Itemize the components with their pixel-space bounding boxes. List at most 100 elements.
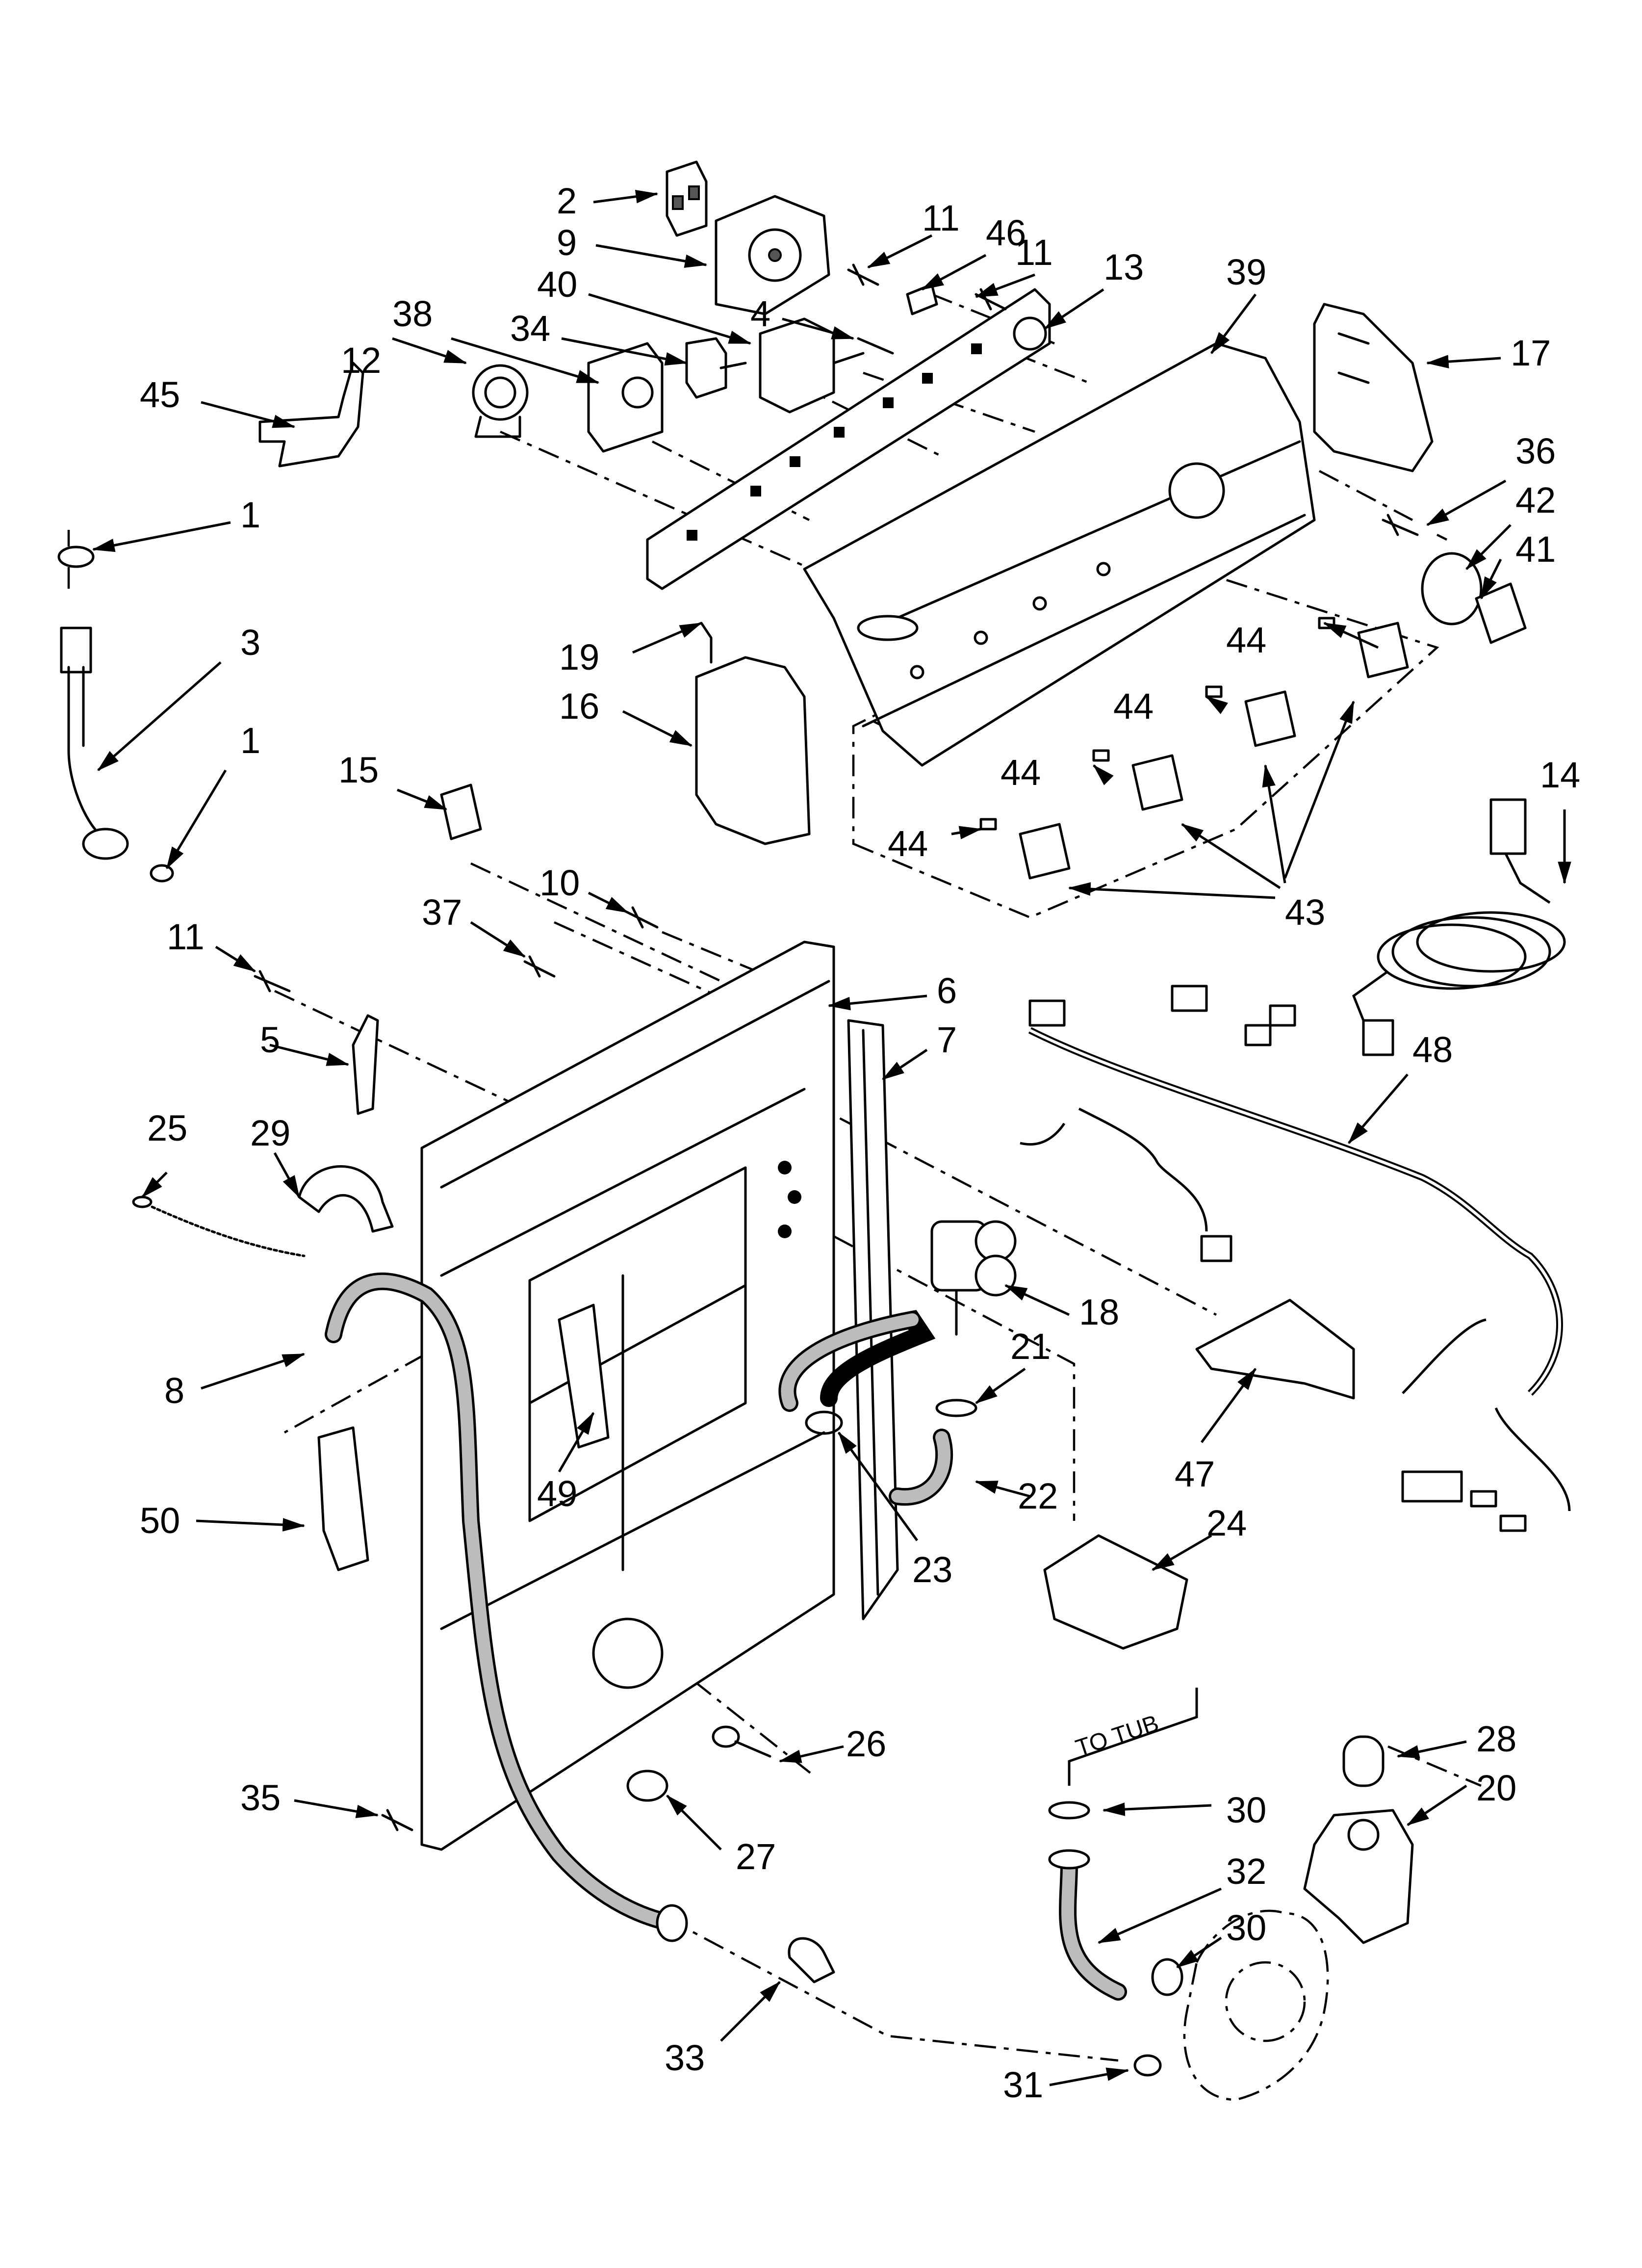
- part-13: [1013, 316, 1047, 351]
- callout-31: 31: [1003, 2064, 1043, 2105]
- leader-34: [561, 337, 688, 366]
- part-39-console: [803, 342, 1316, 767]
- leader-1b: [165, 769, 227, 869]
- part-25-tie: [132, 1196, 306, 1257]
- part-19-screw: [700, 622, 713, 664]
- leader-30b: [1176, 1936, 1222, 1969]
- callout-11: 11: [922, 198, 960, 238]
- part-11-screws: [254, 263, 1007, 992]
- callout-44: 44: [1226, 620, 1266, 660]
- part-26-plug: [712, 1725, 771, 1758]
- leader-21: [975, 1367, 1026, 1405]
- leader-4: [782, 317, 855, 340]
- leader-18: [1004, 1284, 1070, 1316]
- to-tub-bracket: [1068, 1688, 1198, 1786]
- callout-32: 32: [1226, 1851, 1266, 1892]
- callout-34: 34: [510, 308, 550, 349]
- part-38-switch: [587, 342, 664, 453]
- part-48-wire-harness: [1020, 985, 1571, 1532]
- callout-4: 4: [750, 293, 770, 334]
- leader-25: [141, 1172, 168, 1198]
- part-12-pressure-switch: [472, 364, 529, 438]
- leader-39: [1210, 293, 1257, 354]
- leader-28: [1396, 1740, 1467, 1759]
- callout-1-b: 1: [240, 720, 260, 761]
- leader-19: [632, 622, 703, 654]
- part-8-drain-hose: [325, 1272, 688, 1942]
- callout-15: 15: [338, 750, 379, 790]
- part-15: [440, 783, 482, 840]
- callout-12: 12: [341, 340, 381, 381]
- callout-6: 6: [937, 970, 957, 1011]
- part-35-screw: [381, 1809, 413, 1831]
- leader-5: [269, 1043, 350, 1066]
- leader-44b: [1206, 695, 1229, 714]
- callout-18: 18: [1079, 1292, 1119, 1332]
- leader-44d: [951, 826, 982, 839]
- part-18-water-valve: [930, 1220, 1017, 1336]
- callout-19: 19: [559, 637, 599, 678]
- callout-49: 49: [537, 1473, 577, 1514]
- leader-15: [397, 788, 448, 811]
- part-45-bracket: [258, 362, 364, 468]
- callout-44-d: 44: [888, 823, 928, 864]
- leader-43a: [1283, 700, 1355, 879]
- leader-20: [1407, 1784, 1467, 1826]
- leader-31: [1049, 2067, 1129, 2086]
- callout-26: 26: [846, 1723, 886, 1764]
- leader-43d: [1068, 882, 1276, 899]
- callout-1: 1: [240, 495, 260, 535]
- callout-5: 5: [260, 1019, 280, 1060]
- callout-48: 48: [1412, 1029, 1453, 1070]
- leader-16: [622, 710, 693, 747]
- part-36-screw: [1382, 514, 1419, 536]
- callout-35: 35: [240, 1777, 281, 1818]
- part-14-power-cord: [1352, 798, 1566, 1056]
- callout-11-c: 11: [167, 916, 205, 957]
- part-2-switch: [666, 160, 708, 237]
- part-28-capacitor: [1342, 1735, 1385, 1787]
- leader-41: [1480, 558, 1502, 600]
- part-33-clamp: [788, 1937, 835, 1983]
- leader-27: [666, 1795, 722, 1851]
- part-5: [352, 1014, 379, 1115]
- callout-8: 8: [164, 1370, 184, 1411]
- leader-10: [588, 891, 629, 914]
- part-16-end-cap: [695, 656, 811, 845]
- leader-arrows: [92, 189, 1571, 2086]
- leader-30a: [1102, 1802, 1212, 1816]
- leader-43b: [1262, 764, 1286, 884]
- leader-38: [451, 337, 600, 384]
- leader-43c: [1181, 823, 1281, 889]
- callout-17: 17: [1511, 333, 1551, 373]
- part-17-end-cap: [1313, 303, 1434, 472]
- callout-30: 30: [1226, 1790, 1266, 1830]
- callout-33: 33: [665, 2037, 705, 2078]
- leader-49: [558, 1412, 595, 1473]
- leader-26: [778, 1745, 844, 1763]
- leader-11a: [867, 234, 933, 269]
- leader-13: [1044, 288, 1104, 330]
- leader-9: [595, 244, 708, 268]
- part-10-37-screws: [523, 906, 659, 978]
- callout-28: 28: [1476, 1719, 1516, 1759]
- to-tub-label: TO TUB: [1073, 1710, 1162, 1761]
- part-40-switch: [759, 317, 865, 414]
- callout-45: 45: [140, 374, 180, 415]
- part-29-clamp: [298, 1165, 394, 1233]
- callout-11-b: 11: [1015, 232, 1053, 273]
- leader-48: [1348, 1073, 1409, 1144]
- leader-23: [837, 1432, 919, 1541]
- part-tub-outline: [1183, 1909, 1329, 2101]
- callout-40: 40: [537, 264, 577, 305]
- leader-17: [1426, 355, 1501, 368]
- leader-12: [392, 337, 467, 365]
- callout-42: 42: [1515, 480, 1556, 521]
- callout-50: 50: [140, 1500, 180, 1541]
- callout-24: 24: [1206, 1503, 1247, 1543]
- callout-46: 46: [986, 212, 1026, 253]
- callout-38: 38: [392, 293, 433, 334]
- callout-29: 29: [250, 1113, 290, 1153]
- part-24-funnel: [1043, 1534, 1188, 1650]
- leader-35: [294, 1799, 379, 1818]
